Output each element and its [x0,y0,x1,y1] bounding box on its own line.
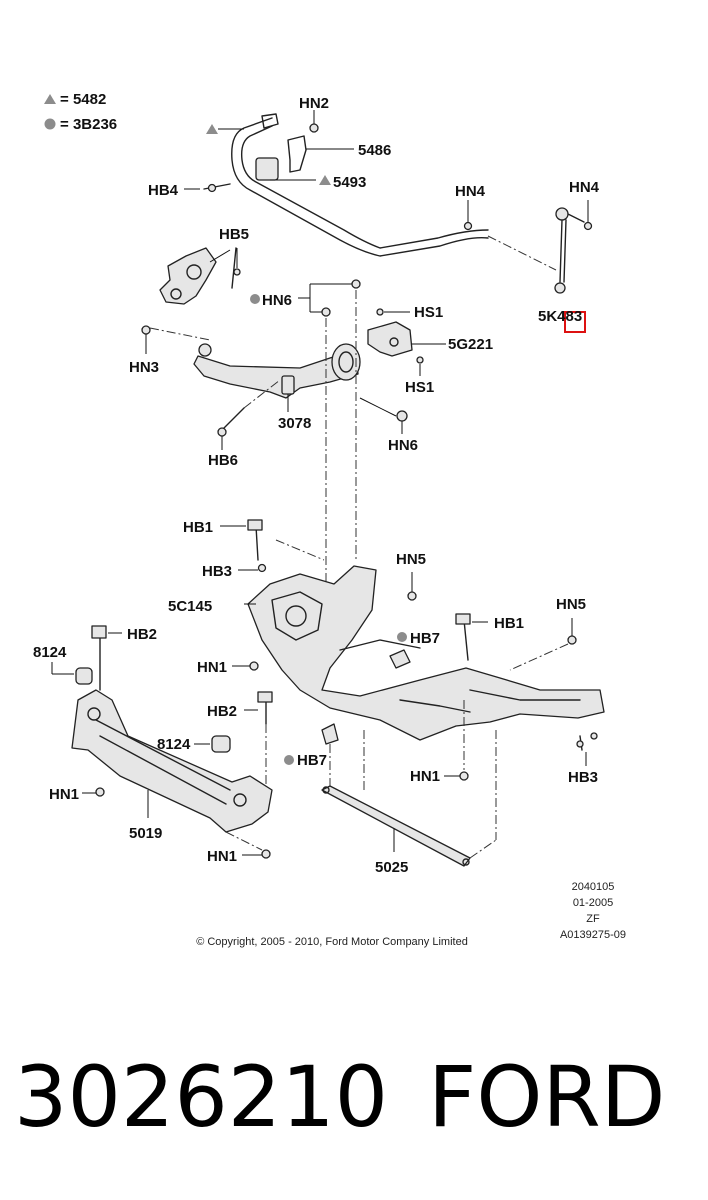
highlight-box[interactable] [564,311,586,333]
callout-hb1-top: HB1 [183,519,213,536]
callout-5c145: 5C145 [168,598,212,615]
callout-8124-left: 8124 [33,644,67,661]
callout-hb4: HB4 [148,182,179,199]
ref-line-4: A0139275-09 [560,929,626,941]
callout-5019: 5019 [129,825,162,842]
callout-hb3-top: HB3 [202,563,232,580]
bracket-5g221 [367,321,413,357]
callout-hn5-right: HN5 [556,596,586,613]
callout-hn1-bottom: HN1 [207,848,237,865]
ref-line-3: ZF [586,913,600,925]
legend-triangle-text: = 5482 [60,91,106,108]
circle-symbol-icon [284,755,294,765]
callout-hb1-right: HB1 [494,615,524,632]
circle-symbol-icon [44,118,56,130]
triangle-symbol-icon [319,175,331,185]
stabilizer-link-5k483 [554,200,593,294]
callout-hn4-bar: HN4 [455,183,486,200]
nut-hn2 [309,123,319,133]
callout-hn1-left: HN1 [49,786,79,803]
callout-8124-mid: 8124 [157,736,191,753]
mount-8124-left [75,667,93,685]
callout-hn6-bottom: HN6 [388,437,418,454]
callout-5493: 5493 [333,174,366,191]
callout-hs1-top: HS1 [414,304,443,321]
callout-hn1-mid: HN1 [197,659,227,676]
callout-hb6: HB6 [208,452,238,469]
mount-8124-mid [211,735,231,753]
crossmember-5019 [71,689,273,833]
brand-caption: FORD [428,1048,666,1146]
bushing-5493 [255,157,279,181]
copyright-text: © Copyright, 2005 - 2010, Ford Motor Com… [196,936,468,948]
triangle-symbol-icon [206,124,218,134]
callout-hb2-mid: HB2 [207,703,237,720]
callout-hb7-top: HB7 [410,630,440,647]
triangle-symbol-icon [44,94,56,104]
callout-hn4-link: HN4 [569,179,600,196]
callout-hn6-top: HN6 [262,292,292,309]
ref-line-2: 01-2005 [573,897,613,909]
part-number-caption: 3026210 [14,1048,389,1146]
callout-hb7-bottom: HB7 [297,752,327,769]
subframe-5c145 [247,565,605,741]
callout-hn2: HN2 [299,95,329,112]
ref-line-1: 2040105 [572,881,615,893]
steering-knuckle [159,247,231,305]
callout-3078: 3078 [278,415,311,432]
callout-hb5: HB5 [219,226,249,243]
callout-hs1-bottom: HS1 [405,379,434,396]
brace-5025 [321,785,471,867]
lower-arm-3078 [193,343,361,399]
circle-symbol-icon [397,632,407,642]
callout-hn1-right: HN1 [410,768,440,785]
callout-hb3-right: HB3 [568,769,598,786]
callout-hb2-left: HB2 [127,626,157,643]
callout-hn3: HN3 [129,359,159,376]
stabilizer-bar [231,113,557,271]
callout-5g221: 5G221 [448,336,493,353]
circle-symbol-icon [250,294,260,304]
callout-5k483: 5K483 [538,308,582,325]
legend-circle-text: = 3B236 [60,116,117,133]
callout-5486: 5486 [358,142,391,159]
callout-hn5-mid: HN5 [396,551,426,568]
callout-5025: 5025 [375,859,408,876]
